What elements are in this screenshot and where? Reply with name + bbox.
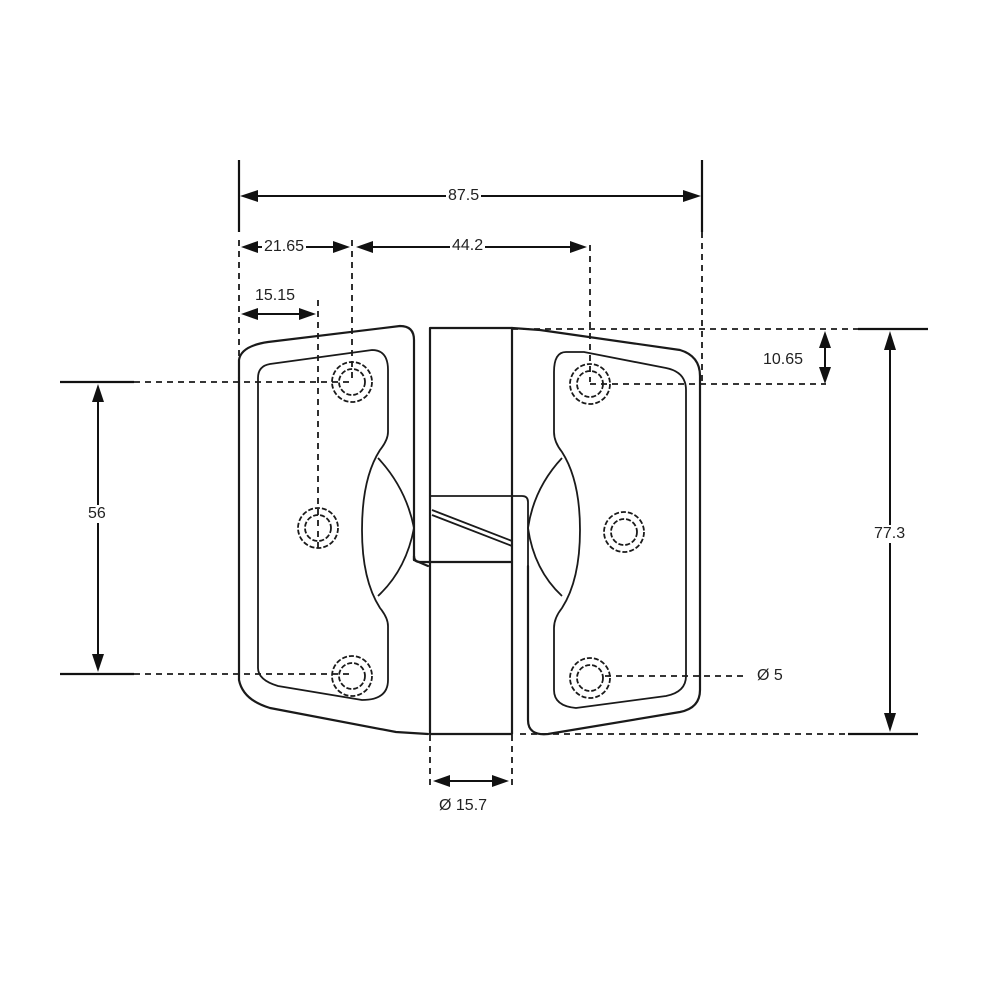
dim-edge-to-hole-left: 15.15 [253,287,298,305]
hinge-knuckle [412,326,529,736]
dim-overall-height: 77.3 [872,525,908,543]
right-hinge-leaf [510,326,702,736]
dim-hole-spacing-vertical: 56 [86,505,108,523]
projection-lines [134,232,858,790]
dimension-lines [92,190,896,787]
left-hinge-leaf [237,324,430,736]
dim-hole-spacing-horizontal: 44.2 [450,237,486,255]
dim-top-edge-to-hole: 10.65 [761,351,806,369]
dim-hole-diameter: Ø 5 [755,667,785,685]
dim-overall-width: 87.5 [446,187,482,205]
dim-hole-offset-left: 21.65 [262,238,307,256]
dim-knuckle-diameter: Ø 15.7 [437,797,490,815]
mounting-holes [297,361,645,699]
